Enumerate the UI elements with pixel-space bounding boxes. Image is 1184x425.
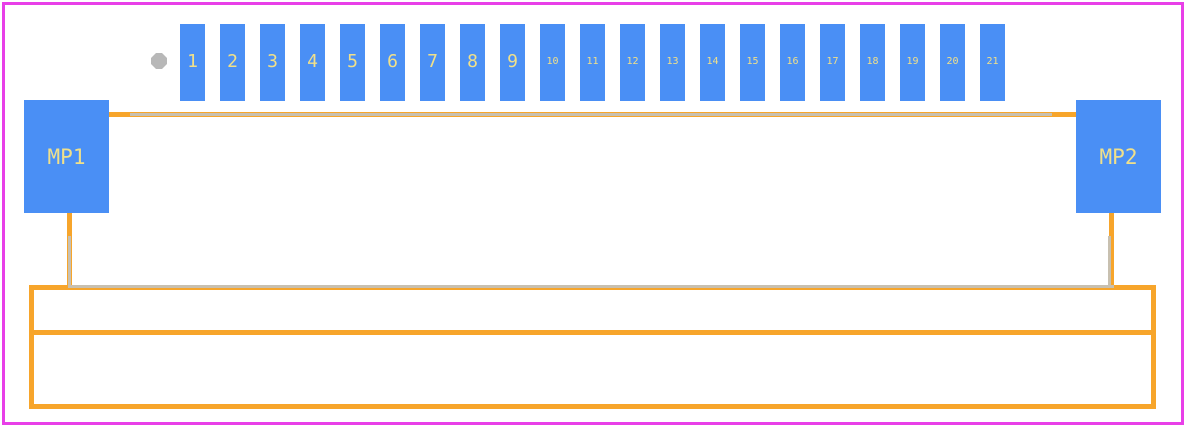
mount-pad-label: MP2 xyxy=(1099,145,1138,169)
courtyard-top-line xyxy=(130,113,1052,116)
signal-pad-label: 11 xyxy=(586,56,599,67)
signal-pad: 8 xyxy=(460,24,485,101)
courtyard-bottom-line xyxy=(68,285,1114,288)
connector-body-outline xyxy=(29,285,1156,409)
octagon-dot-icon xyxy=(151,53,167,69)
signal-pad: 16 xyxy=(780,24,805,101)
signal-pad-label: 18 xyxy=(866,56,879,67)
signal-pad-label: 3 xyxy=(267,51,278,72)
signal-pad-label: 21 xyxy=(986,56,999,67)
signal-pad-label: 13 xyxy=(666,56,679,67)
signal-pad-label: 9 xyxy=(507,51,518,72)
signal-pad-label: 5 xyxy=(347,51,358,72)
signal-pad: 9 xyxy=(500,24,525,101)
silkscreen-right-vertical xyxy=(1109,212,1114,290)
connector-body-divider xyxy=(34,330,1151,335)
mount-pad-label: MP1 xyxy=(47,145,86,169)
signal-pad: 10 xyxy=(540,24,565,101)
signal-pad-label: 12 xyxy=(626,56,639,67)
courtyard-right-vertical xyxy=(1108,236,1111,288)
signal-pad: 4 xyxy=(300,24,325,101)
signal-pad-label: 15 xyxy=(746,56,759,67)
signal-pad: 2 xyxy=(220,24,245,101)
signal-pad: 15 xyxy=(740,24,765,101)
signal-pad-label: 4 xyxy=(307,51,318,72)
mount-pad-mp2: MP2 xyxy=(1076,100,1161,213)
signal-pad-label: 14 xyxy=(706,56,719,67)
signal-pad-label: 10 xyxy=(546,56,559,67)
signal-pad: 11 xyxy=(580,24,605,101)
signal-pad-label: 7 xyxy=(427,51,438,72)
signal-pad-label: 19 xyxy=(906,56,919,67)
signal-pad: 20 xyxy=(940,24,965,101)
signal-pad: 7 xyxy=(420,24,445,101)
signal-pad: 14 xyxy=(700,24,725,101)
signal-pad: 1 xyxy=(180,24,205,101)
signal-pad-label: 16 xyxy=(786,56,799,67)
signal-pad-label: 2 xyxy=(227,51,238,72)
mount-pad-mp1: MP1 xyxy=(24,100,109,213)
signal-pad: 19 xyxy=(900,24,925,101)
signal-pad: 5 xyxy=(340,24,365,101)
signal-pad-label: 20 xyxy=(946,56,959,67)
signal-pad: 17 xyxy=(820,24,845,101)
courtyard-left-vertical xyxy=(68,236,71,288)
signal-pad: 6 xyxy=(380,24,405,101)
signal-pad-label: 8 xyxy=(467,51,478,72)
signal-pad: 3 xyxy=(260,24,285,101)
signal-pad-label: 6 xyxy=(387,51,398,72)
signal-pad: 12 xyxy=(620,24,645,101)
signal-pad: 13 xyxy=(660,24,685,101)
signal-pad-label: 17 xyxy=(826,56,839,67)
signal-pad-label: 1 xyxy=(187,51,198,72)
signal-pad: 21 xyxy=(980,24,1005,101)
signal-pad: 18 xyxy=(860,24,885,101)
